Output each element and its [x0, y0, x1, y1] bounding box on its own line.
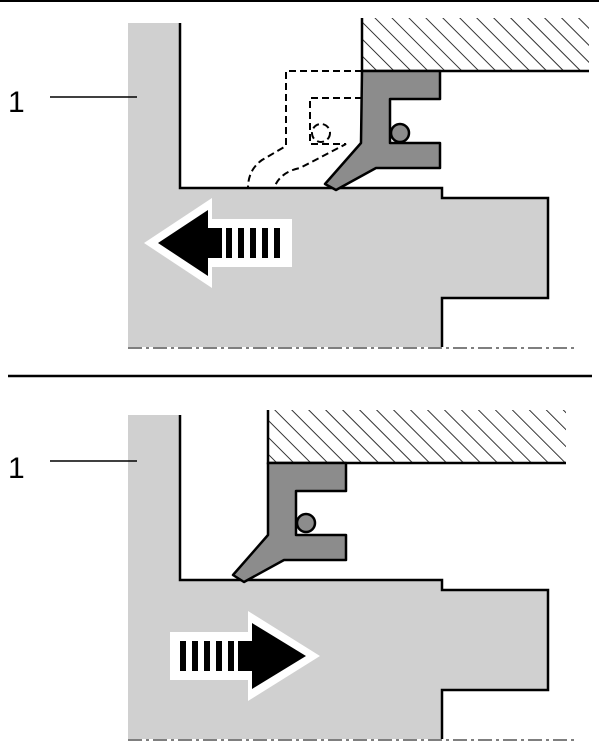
housing-top — [362, 18, 589, 71]
seal-top — [323, 69, 442, 192]
spring-top — [389, 122, 411, 144]
motion-arrow-left — [144, 198, 292, 288]
spring-bottom — [295, 512, 317, 534]
seal-bottom — [231, 461, 348, 584]
panel-bottom: 1 — [8, 410, 578, 741]
shaft-top-outline — [178, 23, 550, 347]
housing-bottom — [268, 410, 566, 463]
seal-deflected-outline — [247, 70, 362, 189]
part-label-bottom: 1 — [8, 452, 25, 485]
motion-arrow-right — [170, 611, 320, 701]
panel-top: 1 — [8, 18, 589, 349]
shaft-bottom-outline — [178, 415, 550, 739]
part-label-top: 1 — [8, 86, 25, 119]
